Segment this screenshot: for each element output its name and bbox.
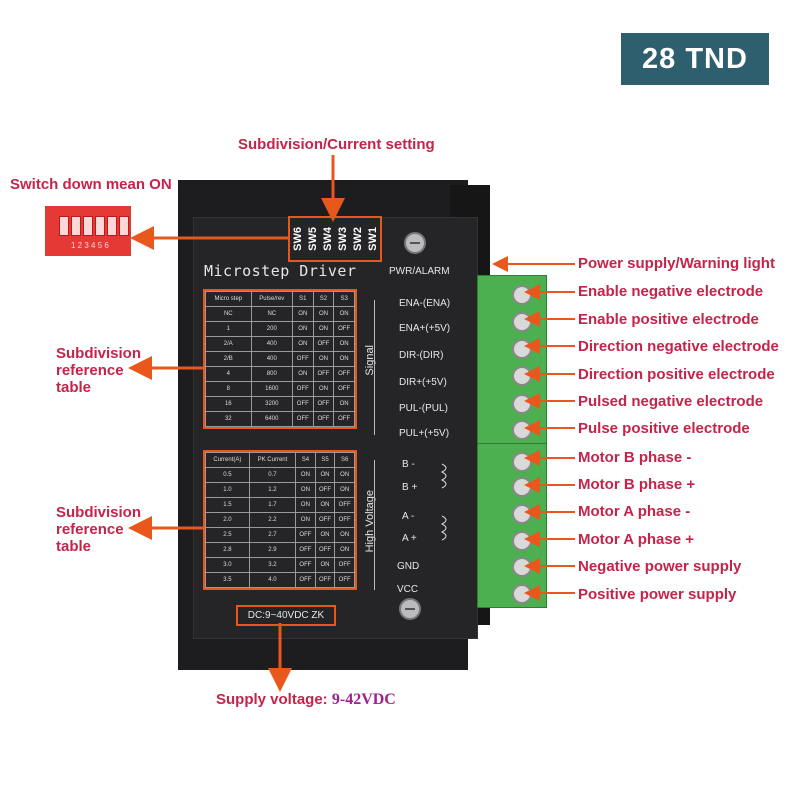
pin-a-plus: A + <box>402 533 417 544</box>
supply-voltage-value: 9-42VDC <box>331 691 396 708</box>
pin-ena-plus: ENA+(+5V) <box>399 323 451 334</box>
table-cell: OFF <box>333 411 355 427</box>
label-direction-positive: Direction positive electrode <box>578 366 775 383</box>
pin-b-minus: B - <box>402 459 415 470</box>
pin-a-minus: A - <box>402 511 415 522</box>
label-enable-positive: Enable positive electrode <box>578 311 759 328</box>
signal-bracket <box>374 300 375 435</box>
dip-switch-image: 1 2 3 4 5 6 <box>45 206 131 256</box>
signal-terminal-block <box>477 275 547 444</box>
pin-vcc: VCC <box>397 584 419 595</box>
switch-down-annotation: Switch down mean ON <box>10 176 172 193</box>
table-cell: OFF <box>312 411 335 427</box>
label-pulsed-negative: Pulsed negative electrode <box>578 393 764 410</box>
table-header: Pulse/rev <box>250 291 293 307</box>
dc-voltage-label: DC:9~40VDC ZK <box>236 605 336 626</box>
label-motor-a-minus: Motor A phase - <box>578 503 691 520</box>
power-terminal-block <box>477 443 547 608</box>
driver-title: Microstep Driver <box>204 262 357 280</box>
label-motor-b-plus: Motor B phase + <box>578 476 696 493</box>
pin-b-plus: B + <box>402 482 418 493</box>
table-cell: ON <box>334 467 355 483</box>
label-pulse-positive: Pulse positive electrode <box>578 420 750 437</box>
label-direction-negative: Direction negative electrode <box>578 338 779 355</box>
mounting-screw-icon <box>404 232 426 254</box>
subdivision-reference-label-1: Subdivision reference table <box>56 345 142 396</box>
table-cell: 4.0 <box>248 572 297 588</box>
pin-gnd: GND <box>397 561 420 572</box>
subdivision-current-annotation: Subdivision/Current setting <box>238 136 435 153</box>
table-cell: 6400 <box>250 411 293 427</box>
supply-voltage-prefix: Supply voltage: <box>216 691 328 708</box>
model-badge: 28 TND <box>621 33 769 85</box>
mounting-screw-icon <box>399 598 421 620</box>
pin-ena-minus: ENA-(ENA) <box>399 298 451 309</box>
table-header: S6 <box>334 452 355 468</box>
dip-image-label: 1 2 3 4 5 6 <box>71 241 109 250</box>
label-positive-supply: Positive power supply <box>578 586 737 603</box>
table-header-row: Current(A) PK Current S4 S5 S6 <box>205 452 355 468</box>
pin-dir-minus: DIR-(DIR) <box>399 350 444 361</box>
table-cell: OFF <box>334 572 355 588</box>
label-motor-b-minus: Motor B phase - <box>578 449 692 466</box>
pwr-alarm-label: PWR/ALARM <box>389 266 450 277</box>
label-power-warning: Power supply/Warning light <box>578 255 775 272</box>
pin-pul-minus: PUL-(PUL) <box>399 403 448 414</box>
coil-symbols <box>440 463 447 541</box>
pin-pul-plus: PUL+(+5V) <box>399 428 450 439</box>
subdivision-reference-label-2: Subdivision reference table <box>56 504 142 555</box>
label-negative-supply: Negative power supply <box>578 558 742 575</box>
pin-dir-plus: DIR+(+5V) <box>399 377 447 388</box>
hv-bracket <box>374 460 375 590</box>
label-enable-negative: Enable negative electrode <box>578 283 764 300</box>
label-motor-a-plus: Motor A phase + <box>578 531 694 548</box>
table-cell: 1600 <box>250 381 293 397</box>
supply-voltage-annotation: Supply voltage: 9-42VDC <box>216 691 396 709</box>
table-cell: ON <box>334 542 355 558</box>
